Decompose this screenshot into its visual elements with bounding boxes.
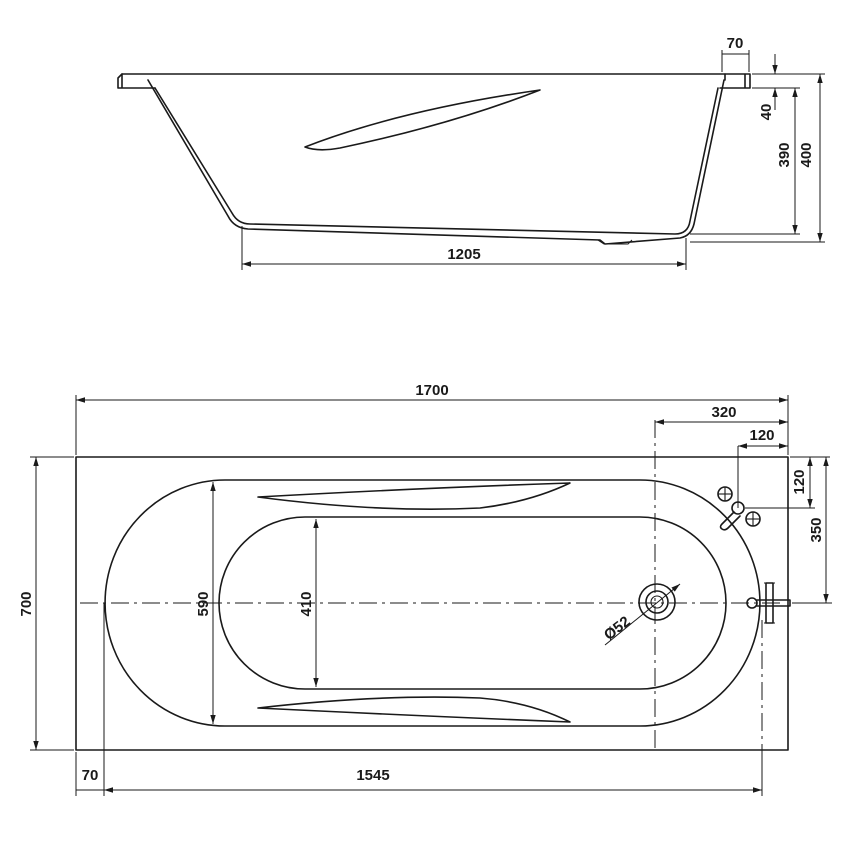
dim-inner-depth: 390 bbox=[690, 87, 800, 235]
side-bottom-step bbox=[597, 239, 633, 245]
dim-rim-height-label: 40 bbox=[758, 104, 775, 121]
dim-bottom-width-label: 410 bbox=[298, 591, 315, 616]
side-left-lip bbox=[117, 73, 156, 89]
dim-tap-to-center: 350 bbox=[792, 457, 832, 604]
overflow-fitting bbox=[746, 582, 791, 624]
side-decor-swoosh bbox=[304, 89, 541, 151]
dim-total-height: 400 bbox=[690, 73, 825, 243]
dim-lip-width: 70 bbox=[721, 35, 750, 72]
dim-tap-offset-y-label: 120 bbox=[791, 469, 808, 494]
dim-bottom-width: 410 bbox=[298, 519, 319, 687]
dim-total-height-label: 400 bbox=[798, 142, 815, 167]
tap-holes bbox=[717, 486, 761, 531]
dim-inner-width: 590 bbox=[195, 482, 216, 724]
top-view: Ø52 1700 320 bbox=[18, 382, 832, 796]
dim-inner-length: 1545 bbox=[104, 752, 763, 796]
top-decor-swoosh-lower bbox=[257, 696, 571, 723]
dim-outlet-offset-label: 320 bbox=[711, 404, 736, 421]
dim-drain-diameter-label: Ø52 bbox=[601, 613, 634, 644]
dim-lip-width-label: 70 bbox=[727, 35, 744, 52]
top-inner-bottom bbox=[218, 516, 727, 690]
side-inner-shell bbox=[147, 79, 725, 245]
drain: Ø52 bbox=[601, 583, 681, 646]
dim-total-width-label: 700 bbox=[18, 591, 35, 616]
dim-rim-height: 40 bbox=[752, 54, 780, 120]
dim-outlet-offset: 320 bbox=[655, 404, 788, 425]
dim-inner-length-label: 1545 bbox=[356, 767, 389, 784]
dim-bottom-length-label: 1205 bbox=[447, 246, 480, 263]
dim-tap-to-center-label: 350 bbox=[808, 517, 825, 542]
dim-tap-offset-x: 120 bbox=[737, 427, 788, 508]
dim-inner-depth-label: 390 bbox=[776, 142, 793, 167]
dim-inner-width-label: 590 bbox=[195, 591, 212, 616]
side-right-lip bbox=[719, 73, 751, 89]
side-outer-shell bbox=[154, 87, 719, 235]
dim-edge-offset: 70 bbox=[75, 603, 105, 796]
dim-edge-offset-label: 70 bbox=[82, 767, 99, 784]
top-decor-swoosh-upper bbox=[257, 482, 571, 510]
dim-bottom-length: 1205 bbox=[241, 226, 687, 270]
side-view: 70 40 390 400 1205 bbox=[117, 35, 825, 270]
dim-total-length-label: 1700 bbox=[415, 382, 448, 399]
top-outer-basin bbox=[104, 479, 761, 727]
dim-total-length: 1700 bbox=[75, 382, 789, 455]
top-outer-rect bbox=[75, 456, 789, 751]
dim-total-width: 700 bbox=[18, 456, 74, 751]
dim-tap-offset-x-label: 120 bbox=[749, 427, 774, 444]
